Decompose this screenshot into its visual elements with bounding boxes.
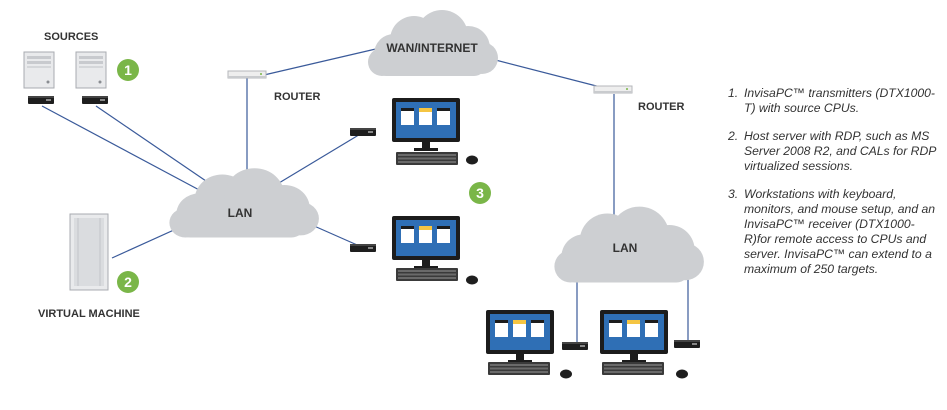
keyboard-bottom-right [602,362,664,375]
monitor-middle [392,216,460,269]
transmitter-2 [82,96,108,104]
lan-right-label: LAN [613,241,638,255]
sources-label: SOURCES [44,31,98,43]
source-cpu-1 [23,51,55,89]
keyboard-middle [396,268,458,281]
legend-text: Workstations with keyboard, monitors, an… [744,187,936,276]
badge-2-number: 2 [124,274,132,290]
router-right-label: ROUTER [638,101,685,113]
legend-item-3: 3. Workstations with keyboard, monitors,… [728,187,940,277]
legend-text: InvisaPC™ transmitters (DTX1000-T) with … [744,86,935,115]
router-right-device [593,85,633,94]
receiver-middle [350,244,376,252]
badge-2: 2 [117,271,139,293]
workstation-middle [350,216,478,285]
receiver-bottom-left [562,342,588,350]
monitor-top [392,98,460,151]
link-source1-lan [41,105,219,201]
receiver-bottom-right [674,340,700,348]
legend-number: 1. [728,86,739,100]
mouse-middle [466,275,478,285]
badge-1-number: 1 [124,62,132,78]
virtual-machine-label: VIRTUAL MACHINE [38,308,140,320]
mouse-top [466,155,478,165]
link-router-left-wan [263,47,381,76]
connection-lines [41,47,689,342]
virtual-machine-server [69,213,109,291]
transmitter-1 [28,96,54,104]
workstation-bottom-right [600,310,700,379]
mouse-bottom-right [676,369,688,379]
keyboard-bottom-left [488,362,550,375]
link-wan-router-right [479,55,613,91]
legend-number: 3. [728,187,739,201]
workstation-bottom-left [486,310,588,379]
legend-text: Host server with RDP, such as MS Server … [744,129,936,173]
keyboard-top [396,152,458,165]
lan-left-label: LAN [228,206,253,220]
badge-1: 1 [117,59,139,81]
wan-label: WAN/INTERNET [386,41,478,55]
legend-item-1: 1. InvisaPC™ transmitters (DTX1000-T) wi… [728,86,940,116]
router-left-device [227,70,267,79]
legend: 1. InvisaPC™ transmitters (DTX1000-T) wi… [728,86,940,290]
lan-cloud-left [169,168,319,238]
mouse-bottom-left [560,369,572,379]
workstation-top [350,98,478,165]
monitor-bottom-left [486,310,554,363]
router-left-label: ROUTER [274,91,321,103]
source-cpu-2 [75,51,107,89]
monitor-bottom-right [600,310,668,363]
badge-3-number: 3 [476,185,484,201]
receiver-top [350,128,376,136]
badge-3: 3 [469,182,491,204]
legend-number: 2. [728,129,739,143]
legend-item-2: 2. Host server with RDP, such as MS Serv… [728,129,940,174]
